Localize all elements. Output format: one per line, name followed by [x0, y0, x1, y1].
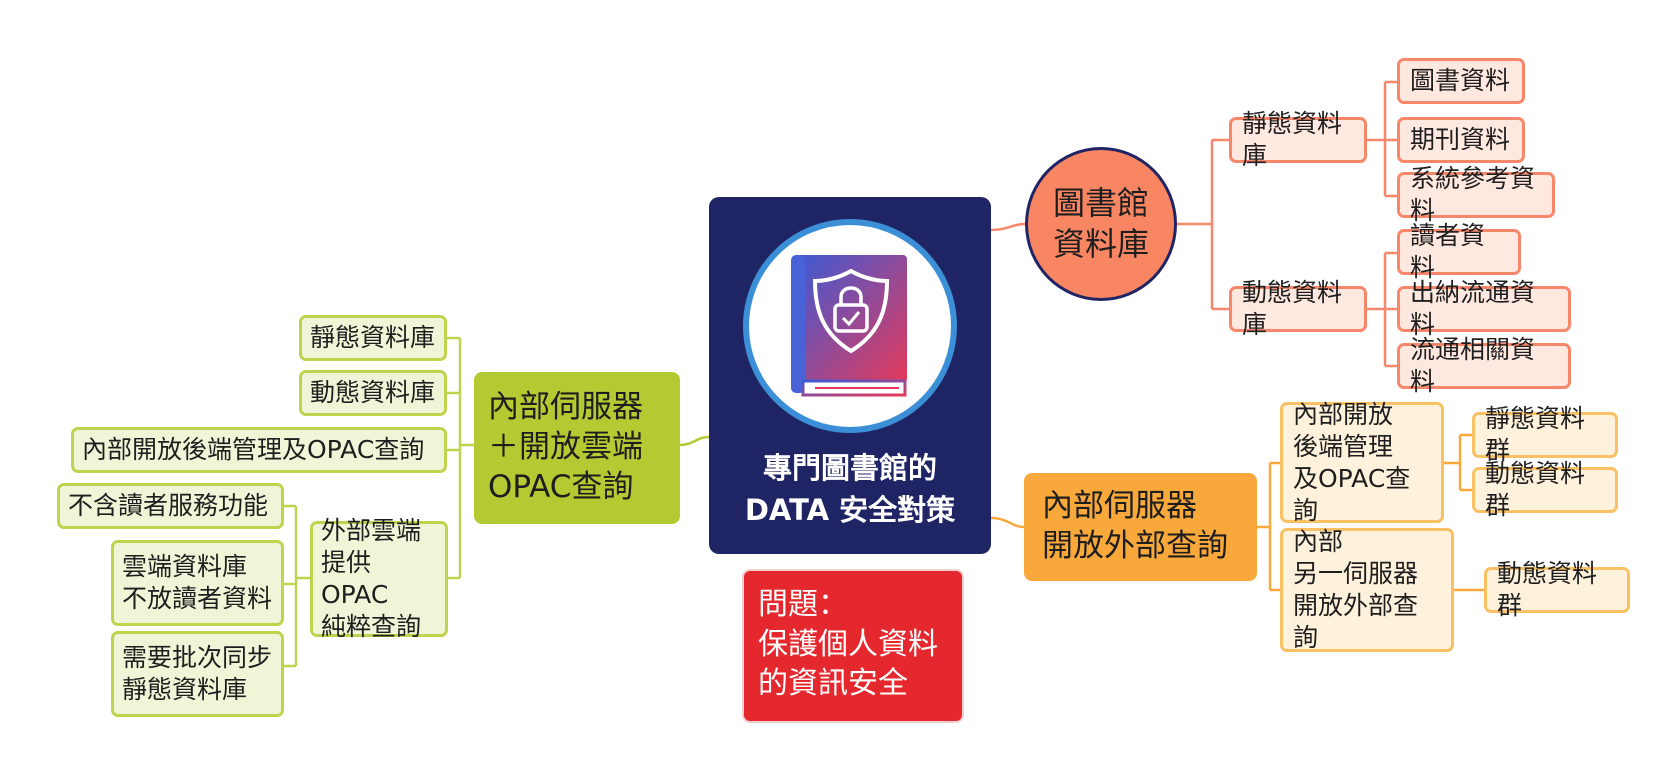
static-database-node: 靜態資料庫 — [1229, 109, 1367, 170]
batch-sync-static-db-node: 需要批次同步 靜態資料庫 — [111, 631, 284, 717]
problem-note: 問題： 保護個人資料 的資訊安全 — [742, 569, 964, 723]
no-reader-service-node: 不含讀者服務功能 — [57, 483, 284, 529]
dynamic-database-node: 動態資料庫 — [1229, 278, 1367, 339]
circulation-related-data-node: 流通相關資料 — [1397, 335, 1571, 396]
book-data-node: 圖書資料 — [1397, 58, 1525, 104]
external-cloud-node: 外部雲端 提供OPAC 純粹查詢 — [310, 516, 448, 641]
reader-data-node: 讀者資料 — [1397, 221, 1521, 282]
secure-book-icon — [791, 255, 907, 397]
dynamic-data-group-node: 動態資料群 — [1472, 459, 1618, 520]
internal-server-external-query-node: 內部伺服器 開放外部查詢 — [1024, 473, 1257, 581]
system-reference-data-node: 系統參考資料 — [1397, 164, 1555, 225]
internal-another-server-node: 內部 另一伺服器 開放外部查詢 — [1280, 527, 1454, 652]
internal-open-backend-node: 內部開放 後端管理 及OPAC查詢 — [1280, 400, 1444, 525]
journal-data-node: 期刊資料 — [1397, 117, 1525, 163]
center-topic-card: 專門圖書館的 DATA 安全對策 — [709, 197, 991, 554]
library-database-node: 圖書館 資料庫 — [1025, 147, 1177, 301]
center-topic-title: 專門圖書館的 DATA 安全對策 — [744, 451, 956, 528]
circulation-data-node: 出納流通資料 — [1397, 278, 1571, 339]
dynamic-data-group-2-node: 動態資料群 — [1484, 559, 1630, 620]
left-dynamic-database-node: 動態資料庫 — [299, 370, 447, 416]
left-static-database-node: 靜態資料庫 — [299, 315, 447, 361]
internal-cloud-opac-node: 內部伺服器 ＋開放雲端 OPAC查詢 — [474, 372, 680, 524]
center-icon-circle — [743, 219, 957, 433]
cloud-db-no-reader-data-node: 雲端資料庫 不放讀者資料 — [111, 540, 284, 626]
static-data-group-node: 靜態資料群 — [1472, 404, 1618, 465]
internal-open-backend-opac-node: 內部開放後端管理及OPAC查詢 — [71, 427, 447, 473]
